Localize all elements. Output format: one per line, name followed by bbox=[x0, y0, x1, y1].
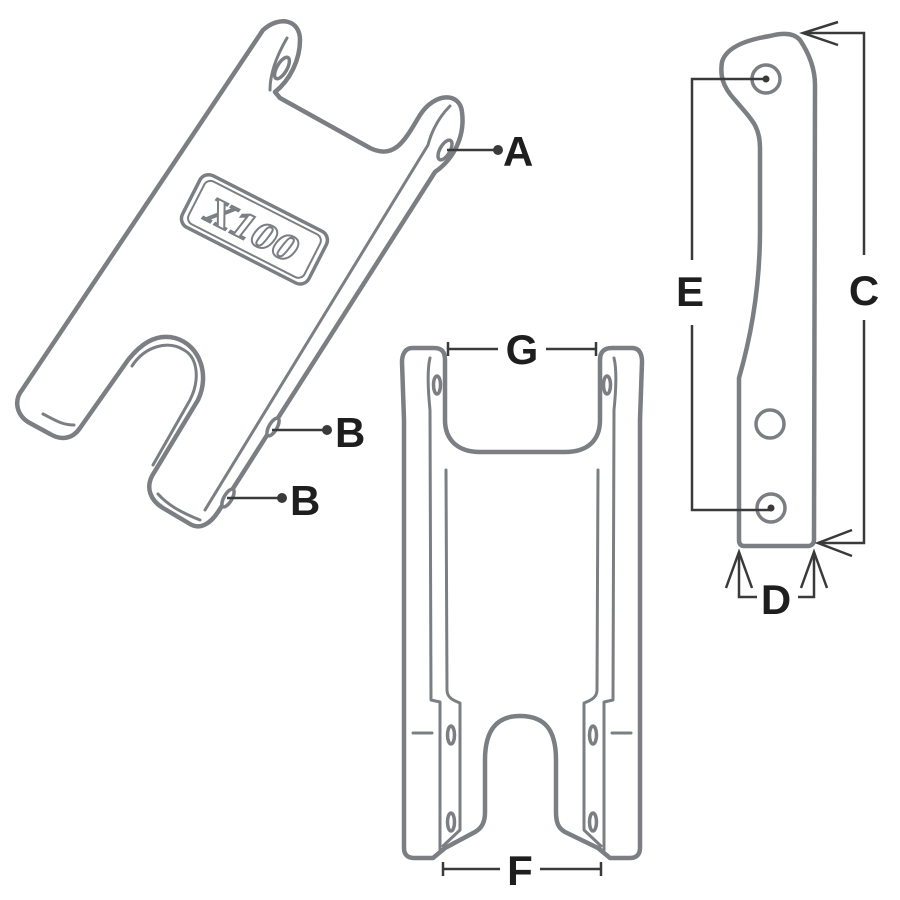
edge-detail bbox=[130, 343, 198, 467]
callout-dot-b2 bbox=[277, 493, 287, 503]
front-frame: G F bbox=[399, 326, 645, 894]
frame-hole-low-left bbox=[445, 811, 457, 833]
dimension-c: C bbox=[798, 20, 879, 558]
link-hole-middle bbox=[754, 408, 786, 440]
dimension-f: F bbox=[441, 847, 603, 894]
frame-hole-mid-right bbox=[587, 724, 599, 746]
callout-dot-b1 bbox=[322, 425, 332, 435]
plate-hole-top-left bbox=[272, 55, 292, 81]
label-f: F bbox=[507, 847, 533, 894]
label-b-upper: B bbox=[335, 409, 365, 456]
label-g: G bbox=[506, 326, 539, 373]
frame-inner-left bbox=[426, 356, 442, 852]
frame-inner-left-2 bbox=[441, 468, 462, 848]
angled-plate-outline bbox=[14, 19, 465, 529]
label-c: C bbox=[849, 267, 879, 314]
dimension-e: E bbox=[676, 77, 771, 512]
angled-plate: X100 A B B bbox=[14, 19, 533, 529]
frame-inner-right bbox=[602, 356, 618, 852]
label-b-lower: B bbox=[290, 477, 320, 524]
edge-detail bbox=[268, 36, 289, 92]
label-e: E bbox=[676, 268, 704, 315]
frame-hole-top-right bbox=[601, 374, 613, 396]
callout-dot-a bbox=[493, 145, 503, 155]
dimension-g: G bbox=[446, 326, 598, 373]
frame-hole-mid-left bbox=[445, 724, 457, 746]
frame-hole-low-right bbox=[587, 811, 599, 833]
edge-detail bbox=[156, 492, 202, 522]
side-link: E C D bbox=[676, 20, 879, 623]
frame-inner-right-2 bbox=[582, 468, 603, 848]
front-frame-outline bbox=[399, 345, 645, 861]
label-a: A bbox=[503, 128, 533, 175]
label-d: D bbox=[761, 576, 791, 623]
plate-hole-a bbox=[436, 138, 454, 162]
edge-detail bbox=[203, 104, 452, 512]
side-link-outline bbox=[719, 31, 818, 549]
edge-detail bbox=[41, 412, 76, 427]
frame-hole-top-left bbox=[431, 374, 443, 396]
dimension-d: D bbox=[724, 548, 829, 623]
